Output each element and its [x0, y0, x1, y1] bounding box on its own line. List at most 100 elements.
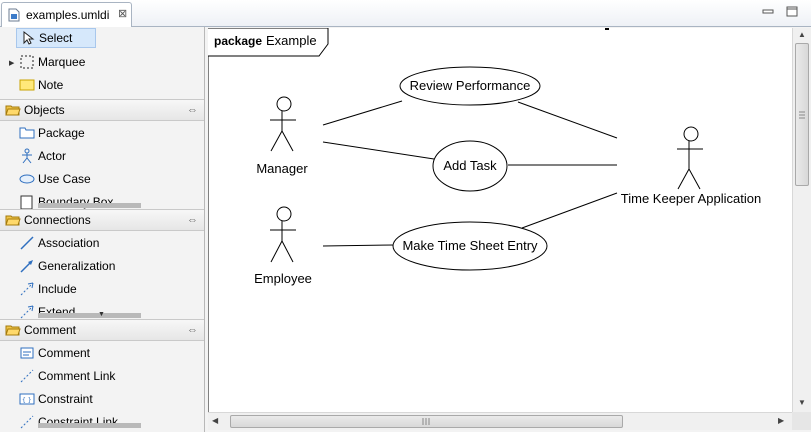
actor-icon [22, 148, 32, 164]
association-icon [20, 236, 34, 250]
pin-drawer-icon[interactable]: ⇔ [187, 214, 198, 226]
palette-item-package[interactable]: Package [16, 123, 196, 143]
extend-icon [20, 305, 34, 319]
editor-tab-examples[interactable]: examples.umldi ⊠ [1, 2, 132, 27]
actor-label: Employee [254, 271, 312, 286]
folder-open-icon [5, 215, 21, 226]
palette-item-label: Note [38, 78, 64, 92]
folder-open-icon [5, 105, 21, 116]
drawer-scroll-down-icon[interactable]: ▼ [98, 311, 105, 318]
include-icon [20, 282, 34, 296]
constraint-icon: { } [19, 393, 35, 405]
package-icon [19, 127, 35, 139]
grip-icon [422, 418, 430, 425]
folder-open-icon [5, 325, 21, 336]
actor-time-keeper-figure[interactable] [677, 126, 703, 190]
drawer-scroll-indicator [38, 423, 141, 428]
palette-item-label: Include [38, 282, 77, 296]
palette-item-label: Use Case [38, 172, 91, 186]
use-case-review-performance[interactable] [399, 66, 541, 106]
actor-employee-figure[interactable] [270, 206, 296, 263]
drawer-header-comment[interactable]: Comment ⇔ [0, 319, 204, 341]
scroll-left-icon[interactable]: ◀ [212, 416, 219, 425]
palette-item-constraint[interactable]: { } Constraint [16, 389, 196, 409]
palette-item-generalization[interactable]: Generalization [16, 256, 196, 276]
constraint-link-icon [20, 415, 34, 429]
diagram-canvas[interactable]: package Example Review Performance Add T… [208, 28, 792, 412]
package-keyword: package [214, 34, 262, 48]
palette-item-label: Generalization [38, 259, 116, 273]
scrollbar-corner [792, 412, 811, 430]
association-line[interactable] [521, 192, 618, 229]
resize-handle[interactable] [605, 28, 609, 30]
palette-item-label: Select [39, 31, 73, 45]
use-case-icon [19, 174, 35, 184]
palette-item-comment-link[interactable]: Comment Link [16, 366, 196, 386]
scroll-up-icon[interactable]: ▲ [798, 30, 806, 39]
package-name: Example [266, 33, 317, 48]
actor-manager-figure[interactable] [270, 96, 296, 152]
scroll-right-icon[interactable]: ▶ [778, 416, 785, 425]
expand-arrow-icon[interactable]: ▶ [9, 60, 15, 67]
horizontal-scrollbar[interactable]: ◀ ▶ [208, 412, 792, 430]
drawer-scroll-indicator [38, 313, 141, 318]
palette-item-label: Association [38, 236, 100, 250]
palette-item-association[interactable]: Association [16, 233, 196, 253]
palette-item-comment[interactable]: Comment [16, 343, 196, 363]
palette-item-include[interactable]: Include [16, 279, 196, 299]
palette-item-label: Package [38, 126, 85, 140]
drawer-title: Objects [24, 103, 65, 117]
drawer-header-objects[interactable]: Objects ⇔ [0, 99, 204, 121]
use-case-add-task[interactable] [432, 140, 508, 192]
drawer-title: Comment [24, 323, 77, 337]
associations [322, 100, 618, 247]
palette-item-label: Marquee [38, 55, 86, 69]
palette-item-label: Actor [38, 149, 67, 163]
grip-icon [799, 111, 805, 119]
palette-item-constraint-link[interactable]: Constraint Link [16, 412, 196, 432]
use-case-label: Add Task [443, 158, 497, 173]
association-line[interactable] [322, 100, 403, 126]
use-case-label: Make Time Sheet Entry [402, 238, 538, 253]
pin-drawer-icon[interactable]: ⇔ [187, 324, 198, 336]
editor-tab-label: examples.umldi [26, 8, 110, 22]
comment-link-icon [20, 369, 34, 383]
vertical-scroll-thumb[interactable] [795, 43, 809, 186]
package-frame[interactable] [208, 28, 329, 412]
note-icon [19, 79, 35, 91]
palette-item-label: Comment Link [38, 369, 116, 383]
diagram-svg: package Example Review Performance Add T… [208, 28, 761, 412]
palette-tool-select[interactable]: Select [16, 28, 96, 48]
palette-item-label: Constraint [38, 392, 93, 406]
scroll-down-icon[interactable]: ▼ [798, 398, 806, 407]
association-line[interactable] [322, 141, 435, 160]
palette-tool-note[interactable]: Note [16, 75, 196, 95]
palette-item-actor[interactable]: Actor [16, 146, 196, 166]
boundary-box-icon [20, 195, 33, 210]
association-line[interactable] [517, 101, 618, 139]
palette-item-label: Comment [38, 346, 91, 360]
palette-item-use-case[interactable]: Use Case [16, 169, 196, 189]
svg-text:{ }: { } [22, 397, 32, 404]
comment-icon [20, 347, 34, 359]
association-line[interactable] [322, 244, 395, 247]
generalization-icon [20, 260, 33, 273]
pin-drawer-icon[interactable]: ⇔ [187, 104, 198, 116]
palette: Select ▶ Marquee Note Objects ⇔ Package … [0, 27, 205, 432]
horizontal-scroll-thumb[interactable] [230, 415, 623, 428]
editor-tab-bar: examples.umldi ⊠ [0, 0, 811, 27]
use-case-make-time-sheet-entry[interactable] [392, 221, 548, 271]
marquee-icon [20, 55, 34, 69]
drawer-title: Connections [24, 213, 91, 227]
drawer-header-connections[interactable]: Connections ⇔ [0, 209, 204, 231]
vertical-scrollbar[interactable]: ▲ ▼ [792, 28, 811, 412]
close-tab-icon[interactable]: ⊠ [118, 8, 128, 20]
drawer-scroll-indicator [38, 203, 141, 208]
minimize-icon[interactable] [762, 6, 774, 17]
actor-label: Manager [256, 161, 308, 176]
maximize-icon[interactable] [786, 6, 798, 17]
palette-tool-marquee[interactable]: Marquee [16, 52, 196, 72]
use-case-label: Review Performance [410, 78, 531, 93]
actor-label: Time Keeper Application [621, 191, 761, 206]
select-arrow-icon [23, 30, 35, 45]
